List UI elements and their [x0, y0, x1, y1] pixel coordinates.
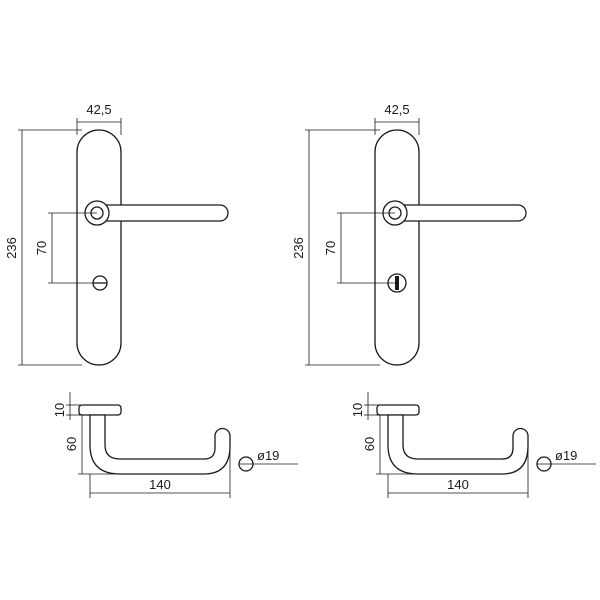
- rose-plate: [78, 404, 122, 416]
- rose-dimension: 10: [52, 392, 82, 420]
- diameter-label: ø19: [257, 448, 279, 463]
- height-label: 236: [291, 237, 306, 259]
- backplate: [374, 129, 420, 366]
- length-dimension: 140: [89, 446, 231, 498]
- diameter-label: ø19: [555, 448, 577, 463]
- height-label: 236: [4, 237, 19, 259]
- front-view-left: 42,5 236 70: [4, 102, 229, 366]
- width-dimension: 42,5: [374, 102, 420, 135]
- rose-dimension: 10: [350, 392, 380, 420]
- lever-handle: [97, 204, 229, 222]
- height-dimension: 236: [4, 129, 82, 366]
- side-view-right: 10 60 140 ø19: [350, 392, 596, 498]
- width-label: 42,5: [86, 102, 111, 117]
- length-dimension: 140: [387, 446, 529, 498]
- length-label: 140: [149, 477, 171, 492]
- spacing-dimension: 70: [323, 212, 397, 284]
- rose-label: 10: [52, 403, 67, 417]
- rose-label: 10: [350, 403, 365, 417]
- height-dimension: 236: [291, 129, 380, 366]
- spacing-label: 70: [34, 241, 49, 255]
- drop-label: 60: [64, 437, 79, 451]
- length-label: 140: [447, 477, 469, 492]
- front-view-right: 42,5 236 70: [291, 102, 527, 366]
- width-dimension: 42,5: [76, 102, 122, 135]
- drop-dimension: 60: [362, 414, 416, 475]
- side-view-left: 10 60 140 ø19: [52, 392, 298, 498]
- width-label: 42,5: [384, 102, 409, 117]
- drop-dimension: 60: [64, 414, 118, 475]
- rose-plate: [376, 404, 420, 416]
- lever-handle: [395, 204, 527, 222]
- backplate: [76, 129, 122, 366]
- drop-label: 60: [362, 437, 377, 451]
- lever-profile: [387, 414, 529, 475]
- diameter-callout: ø19: [239, 448, 298, 465]
- spacing-label: 70: [323, 241, 338, 255]
- spacing-dimension: 70: [34, 212, 100, 284]
- lever-profile: [89, 414, 231, 475]
- diameter-callout: ø19: [537, 448, 596, 465]
